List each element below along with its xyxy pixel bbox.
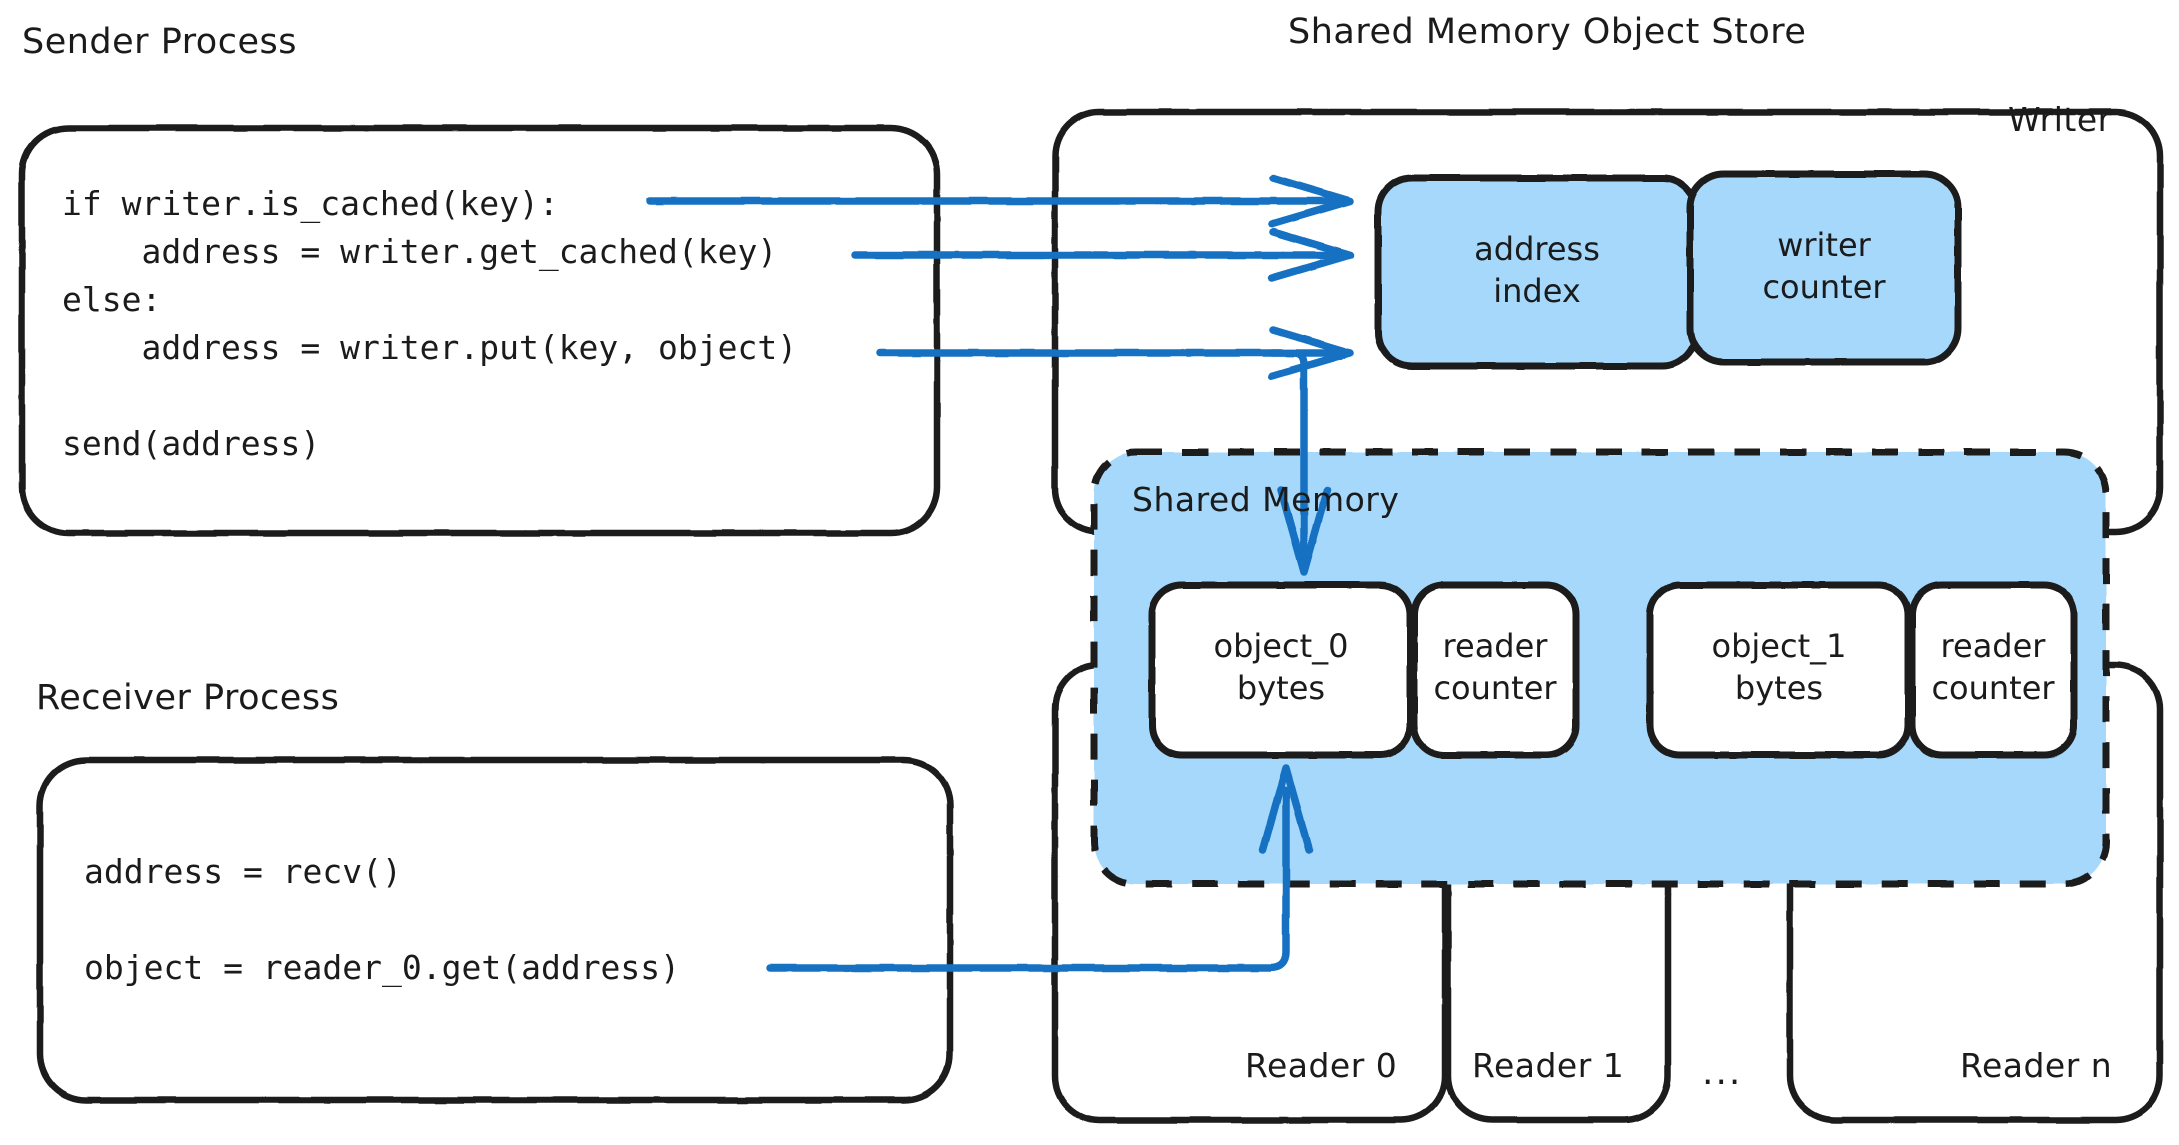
reader-n-caption: Reader n	[1960, 1046, 2113, 1085]
sender-process-title: Sender Process	[22, 22, 297, 62]
arrow-put-to-address-index	[876, 326, 1354, 380]
object-1-reader-counter-label: reader counter	[1931, 627, 2055, 707]
receiver-code-block: address = recv() object = reader_0.get(a…	[84, 852, 681, 987]
object-1-bytes-label: object_1 bytes	[1711, 627, 1847, 707]
writer-counter-label: writer counter	[1762, 226, 1886, 306]
readers-ellipsis: ...	[1702, 1052, 1743, 1093]
receiver-process-box	[36, 756, 954, 1104]
object-0-bytes-cell	[1148, 581, 1414, 759]
arrow-reader-get-to-object-0	[766, 764, 1313, 972]
arrow-layer	[646, 174, 1354, 972]
arrow-is-cached-to-address-index	[646, 174, 1354, 228]
shared-memory-region	[1090, 448, 2110, 888]
shared-memory-caption: Shared Memory	[1132, 480, 1400, 519]
sender-code-block: if writer.is_cached(key): address = writ…	[62, 184, 798, 463]
store-title: Shared Memory Object Store	[1288, 12, 1807, 52]
arrow-put-to-object-0	[1268, 349, 1331, 576]
arrow-get-cached-to-address-index	[851, 228, 1354, 282]
writer-address-index-label: address index	[1474, 230, 1600, 310]
object-1-bytes-cell	[1646, 581, 1912, 759]
object-0-reader-counter-cell	[1410, 581, 1580, 759]
object-0-bytes-label: object_0 bytes	[1213, 627, 1349, 707]
object-1-reader-counter-cell	[1908, 581, 2078, 759]
writer-counter-cell	[1686, 170, 1962, 366]
receiver-process-title: Receiver Process	[36, 678, 340, 718]
object-0-reader-counter-label: reader counter	[1433, 627, 1557, 707]
reader-0-caption: Reader 0	[1245, 1046, 1398, 1085]
reader-1-caption: Reader 1	[1472, 1046, 1625, 1085]
sender-process-box	[18, 124, 941, 537]
writer-caption: Writer	[2008, 100, 2112, 139]
